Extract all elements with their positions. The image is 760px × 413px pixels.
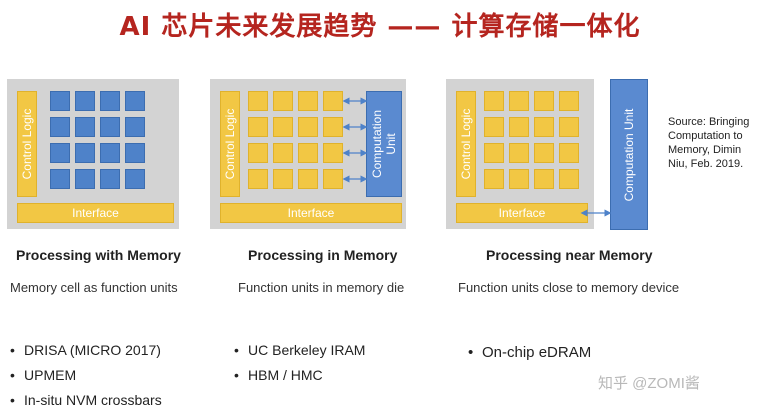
watermark: 知乎 @ZOMI酱 [598,375,700,392]
pnm-interface: Interface [456,203,588,223]
pnm-memory-cell [484,143,504,163]
pnm-memory-cell [559,169,579,189]
pim-memory-cell [298,117,318,137]
pim-computation-unit: Computation Unit [366,91,402,197]
pwm-memory-cell [100,117,120,137]
pim-subtitle: Function units in memory die [238,280,405,295]
pnm-computation-unit: Computation Unit [610,79,648,230]
pnm-memory-cell [534,91,554,111]
pim-memory-cell [273,117,293,137]
pwm-memory-cell [125,169,145,189]
pim-cell-to-compute-arrows [342,97,368,183]
pnm-memory-cell [484,169,504,189]
pnm-memory-cell [559,91,579,111]
pwm-interface-label: Interface [72,206,119,220]
pim-memory-cell [248,143,268,163]
pim-interface: Interface [220,203,402,223]
pwm-memory-cell [75,117,95,137]
pwm-bullet: •DRISA (MICRO 2017) [10,342,161,358]
pwm-interface: Interface [17,203,174,223]
pnm-memory-cell [484,91,504,111]
pnm-interface-label: Interface [498,206,546,220]
pim-bullet: •HBM / HMC [234,367,323,383]
pwm-bullet: •In-situ NVM crossbars [10,392,162,408]
pwm-memory-cell [50,91,70,111]
pnm-memory-cell [559,143,579,163]
pim-diagram-panel: Control Logic Computation Unit Interface [210,79,406,229]
pim-memory-cell [248,117,268,137]
pim-control-logic: Control Logic [220,91,240,197]
pwm-memory-cell [50,143,70,163]
pnm-memory-cell [559,117,579,137]
pnm-caption: Processing near Memory [486,247,653,263]
pwm-caption: Processing with Memory [16,247,181,263]
pnm-bullet: •On-chip eDRAM [468,344,592,361]
pwm-memory-cell [75,91,95,111]
pim-memory-cell [298,169,318,189]
pim-memory-cell [298,91,318,111]
pim-interface-label: Interface [287,206,335,220]
pwm-bullet: •UPMEM [10,367,77,383]
pwm-memory-cell [50,169,70,189]
pwm-diagram-panel: Control Logic Interface [7,79,179,229]
pnm-memory-cell [534,117,554,137]
pim-bullet: •UC Berkeley IRAM [234,342,366,358]
pnm-memory-cell [534,169,554,189]
pwm-memory-cell [75,143,95,163]
pim-memory-cell [273,169,293,189]
pim-memory-cell [298,143,318,163]
pwm-subtitle: Memory cell as function units [10,280,178,295]
pnm-memory-cell [509,91,529,111]
pim-caption: Processing in Memory [248,247,398,263]
pnm-control-logic: Control Logic [456,91,476,197]
pim-memory-cell [273,143,293,163]
pwm-memory-cell [125,91,145,111]
pwm-memory-cell [125,117,145,137]
pnm-memory-cell [534,143,554,163]
pwm-memory-cell [100,169,120,189]
pwm-memory-cell [100,91,120,111]
pnm-diagram-panel: Control Logic Interface [446,79,594,229]
source-note: Source: Bringing Computation to Memory, … [668,116,750,170]
slide-title: AI 芯片未来发展趋势 —— 计算存储一体化 [119,12,641,42]
pnm-memory-cell [509,169,529,189]
pwm-control-logic: Control Logic [17,91,37,197]
pwm-memory-cell [75,169,95,189]
pnm-memory-cell [484,117,504,137]
pnm-memory-cell [509,117,529,137]
pnm-memory-cell [509,143,529,163]
pim-memory-cell [248,91,268,111]
pim-memory-cell [248,169,268,189]
pwm-memory-cell [50,117,70,137]
pnm-subtitle: Function units close to memory device [458,280,680,295]
pwm-memory-cell [125,143,145,163]
pwm-memory-cell [100,143,120,163]
pim-memory-cell [273,91,293,111]
